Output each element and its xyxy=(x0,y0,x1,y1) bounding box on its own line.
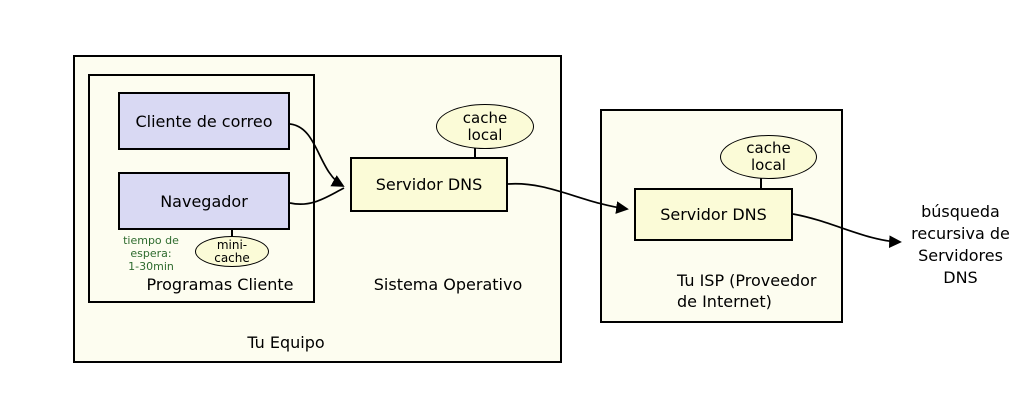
mini-cache-node: mini- cache xyxy=(195,236,269,267)
mini-cache-line2: cache xyxy=(214,250,250,265)
timeout-note: tiempo de espera: 1-30min xyxy=(112,234,190,273)
isp-label: Tu ISP (Proveedor de Internet) xyxy=(677,270,847,312)
timeout-note-line1: tiempo de xyxy=(123,234,179,247)
cache-local-equipo-line1: cache xyxy=(462,108,508,127)
servidor-dns-isp-label: Servidor DNS xyxy=(660,205,767,224)
recursive-lookup-line4: DNS xyxy=(943,268,978,287)
cache-local-equipo-line2: local xyxy=(467,125,503,144)
isp-label-line1: Tu ISP (Proveedor xyxy=(677,271,817,290)
navegador-label: Navegador xyxy=(160,191,248,211)
servidor-dns-equipo-label: Servidor DNS xyxy=(375,175,483,194)
cache-local-isp-line2: local xyxy=(751,156,786,174)
recursive-lookup-line1: búsqueda xyxy=(921,202,1000,221)
programas-cliente-label: Programas Cliente xyxy=(146,275,294,294)
cache-local-equipo-node: cache local xyxy=(436,104,534,149)
recursive-lookup-line3: Servidores xyxy=(918,246,1003,265)
navegador-node: Navegador xyxy=(118,172,290,230)
cache-local-isp-line1: cache xyxy=(746,139,791,157)
mini-cache-line1: mini- xyxy=(216,238,248,252)
recursive-lookup-note: búsqueda recursiva de Servidores DNS xyxy=(897,201,1024,289)
cliente-de-correo-label: Cliente de correo xyxy=(135,111,273,131)
tu-equipo-label: Tu Equipo xyxy=(247,333,325,352)
servidor-dns-isp-node: Servidor DNS xyxy=(634,188,793,241)
timeout-note-line3: 1-30min xyxy=(128,260,174,273)
isp-label-line2: de Internet) xyxy=(677,292,772,311)
servidor-dns-equipo-node: Servidor DNS xyxy=(350,157,508,212)
recursive-lookup-line2: recursiva de xyxy=(911,224,1010,243)
cliente-de-correo-node: Cliente de correo xyxy=(118,92,290,150)
timeout-note-line2: espera: xyxy=(130,247,172,260)
sistema-operativo-label: Sistema Operativo xyxy=(373,275,523,294)
cache-local-isp-node: cache local xyxy=(720,135,817,179)
